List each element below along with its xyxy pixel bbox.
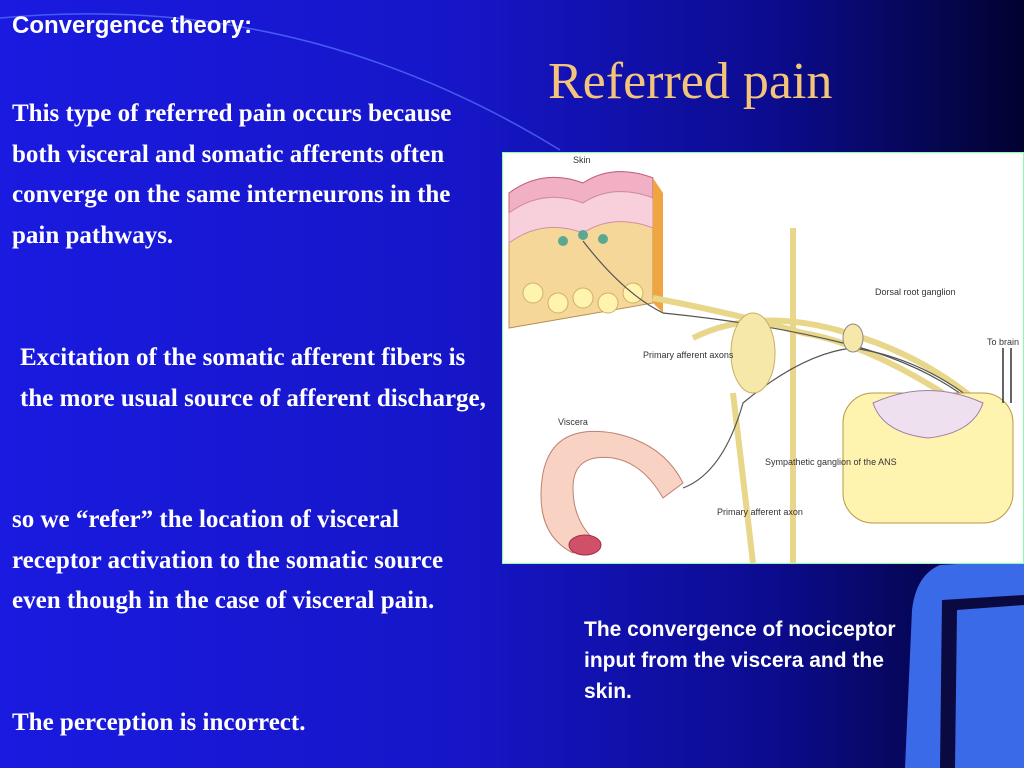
paragraph-convergence: This type of referred pain occurs becaus… [12, 100, 452, 249]
paragraph-perception: The perception is incorrect. [12, 709, 306, 736]
label-viscera: Viscera [558, 417, 588, 427]
skin-block [508, 171, 663, 329]
dorsal-root-ganglion-shape [842, 323, 864, 353]
afferent-fibers [652, 228, 975, 563]
label-to-brain: To brain [987, 337, 1019, 347]
sympathetic-ganglion [730, 312, 776, 394]
viscera-shape [540, 430, 684, 556]
slide-heading: Convergence theory: [12, 12, 253, 39]
paragraph-excitation: Excitation of the somatic afferent fiber… [20, 344, 486, 412]
spinal-cord [842, 348, 1014, 524]
label-dorsal-root-ganglion: Dorsal root ganglion [875, 287, 956, 297]
diagram-illustration: Skin Primary afferent axons Dorsal root … [508, 155, 1019, 563]
label-primary-afferent-axon: Primary afferent axon [717, 507, 803, 517]
paragraph-refer: so we “refer” the location of visceral r… [12, 506, 444, 614]
convergence-diagram: Skin Primary afferent axons Dorsal root … [502, 152, 1024, 564]
label-skin: Skin [573, 155, 591, 165]
label-sympathetic-ganglion: Sympathetic ganglion of the ANS [765, 457, 897, 467]
figure-caption: The convergence of nociceptor input from… [584, 618, 896, 703]
label-primary-afferent-axons: Primary afferent axons [643, 350, 734, 360]
slide-title: Referred pain [548, 53, 833, 110]
